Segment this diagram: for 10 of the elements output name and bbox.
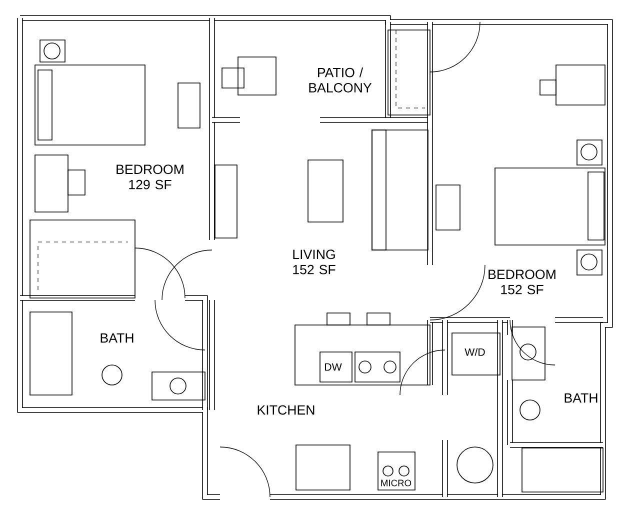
room-label: BEDROOM 129 SF (116, 164, 184, 190)
appliance-label: MICRO (381, 480, 412, 486)
room-label: KITCHEN (258, 405, 314, 415)
appliance-label: W/D (464, 348, 485, 356)
room-label: BEDROOM 152 SF (488, 270, 556, 294)
appliance-label: DW (325, 363, 342, 371)
room-label: BATH (564, 393, 598, 403)
room-label: LIVING 152 SF (293, 250, 336, 274)
room-label: PATIO / BALCONY (309, 68, 372, 92)
room-label: BATH (100, 333, 134, 343)
